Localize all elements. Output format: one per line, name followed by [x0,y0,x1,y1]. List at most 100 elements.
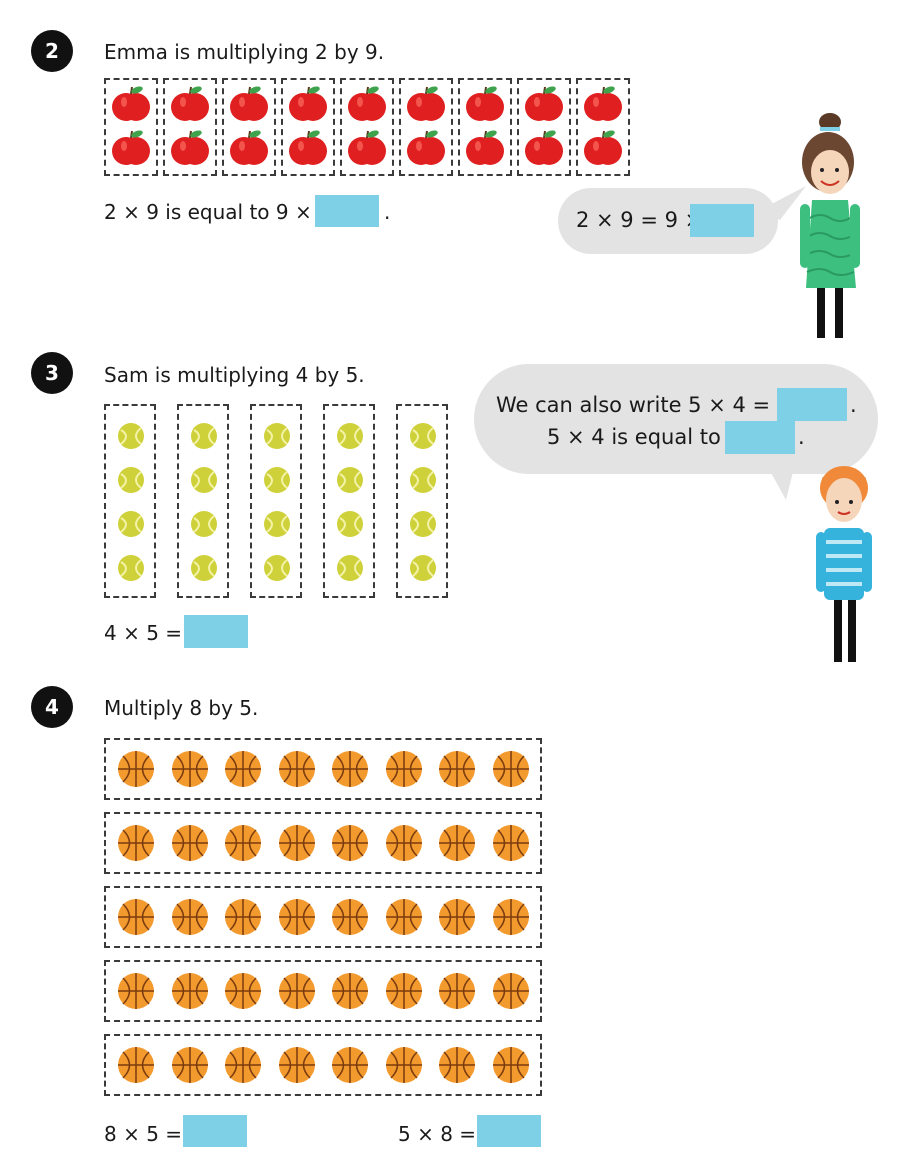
basketball-icon [224,824,262,862]
tennis-ball-icon [263,510,291,538]
tennis-ball-icon [409,466,437,494]
tennis-ball-icon [117,554,145,582]
basketball-group [104,738,542,800]
basketball-icon [117,898,155,936]
question-number-badge: 4 [31,686,73,728]
apple-icon [583,84,623,124]
tennis-ball-group [104,404,156,598]
q2-statement: 2 × 9 is equal to 9 × [104,200,312,224]
speech-text: 2 × 9 = 9 × [576,208,703,232]
apple-icon [288,128,328,168]
tennis-ball-icon [409,422,437,450]
basketball-icon [492,1046,530,1084]
basketball-icon [331,824,369,862]
answer-box[interactable] [184,615,248,648]
basketball-icon [278,824,316,862]
tennis-ball-icon [190,466,218,494]
answer-box[interactable] [477,1115,541,1147]
basketball-icon [224,898,262,936]
statement-text: 2 × 9 is equal to 9 × [104,200,312,224]
basketball-icon [331,972,369,1010]
question-number: 4 [45,695,59,719]
question-prompt: Sam is multiplying 4 by 5. [104,363,365,387]
question-number: 2 [45,39,59,63]
apple-group [576,78,630,176]
boy-character-icon [816,466,872,662]
basketball-icon [331,1046,369,1084]
basketball-icon [278,898,316,936]
apple-group [458,78,512,176]
basketball-icon [331,750,369,788]
tennis-ball-group [396,404,448,598]
basketball-icon [385,824,423,862]
basketball-icon [224,972,262,1010]
apple-group [104,78,158,176]
basketball-icon [385,1046,423,1084]
tennis-ball-icon [336,466,364,494]
apple-icon [229,128,269,168]
tennis-ball-icon [190,554,218,582]
basketball-icon [117,824,155,862]
tennis-ball-group [177,404,229,598]
apple-icon [465,84,505,124]
answer-box[interactable] [725,421,795,454]
apple-icon [288,84,328,124]
apple-group [399,78,453,176]
apple-icon [347,84,387,124]
apple-icon [170,84,210,124]
basketball-icon [438,898,476,936]
tennis-ball-icon [336,510,364,538]
speech-bubble-tail [760,186,806,220]
basketball-icon [385,750,423,788]
basketball-icon [278,972,316,1010]
basketball-icon [385,898,423,936]
answer-box[interactable] [777,388,847,421]
question-prompt: Emma is multiplying 2 by 9. [104,40,385,64]
statement-end: . [384,200,391,224]
answer-box[interactable] [690,204,754,237]
basketball-group [104,886,542,948]
apple-icon [170,128,210,168]
basketball-icon [492,972,530,1010]
apple-group [281,78,335,176]
tennis-ball-icon [190,510,218,538]
apple-group [517,78,571,176]
basketball-icon [438,1046,476,1084]
equation-text: 8 × 5 = [104,1122,183,1146]
speech-line-1-end: . [850,393,857,417]
answer-box[interactable] [315,195,379,227]
basketball-icon [171,824,209,862]
apple-group [222,78,276,176]
question-prompt: Multiply 8 by 5. [104,696,259,720]
tennis-ball-icon [117,510,145,538]
basketball-icon [278,750,316,788]
apple-icon [406,128,446,168]
apple-icon [347,128,387,168]
tennis-ball-group [323,404,375,598]
answer-box[interactable] [183,1115,247,1147]
basketball-icon [171,1046,209,1084]
apple-group [163,78,217,176]
tennis-ball-icon [336,422,364,450]
tennis-ball-icon [263,554,291,582]
equation-text: 5 × 8 = [398,1122,477,1146]
apple-icon [111,128,151,168]
tennis-ball-icon [263,422,291,450]
basketball-icon [117,972,155,1010]
apple-icon [406,84,446,124]
question-number-badge: 3 [31,352,73,394]
tennis-ball-icon [409,554,437,582]
question-number-badge: 2 [31,30,73,72]
basketball-icon [171,750,209,788]
basketball-icon [438,824,476,862]
apple-icon [524,128,564,168]
basketball-group [104,960,542,1022]
tennis-ball-icon [117,422,145,450]
basketball-icon [117,1046,155,1084]
basketball-icon [171,972,209,1010]
apple-icon [111,84,151,124]
apple-icon [465,128,505,168]
basketball-icon [331,898,369,936]
basketball-icon [224,1046,262,1084]
basketball-icon [278,1046,316,1084]
